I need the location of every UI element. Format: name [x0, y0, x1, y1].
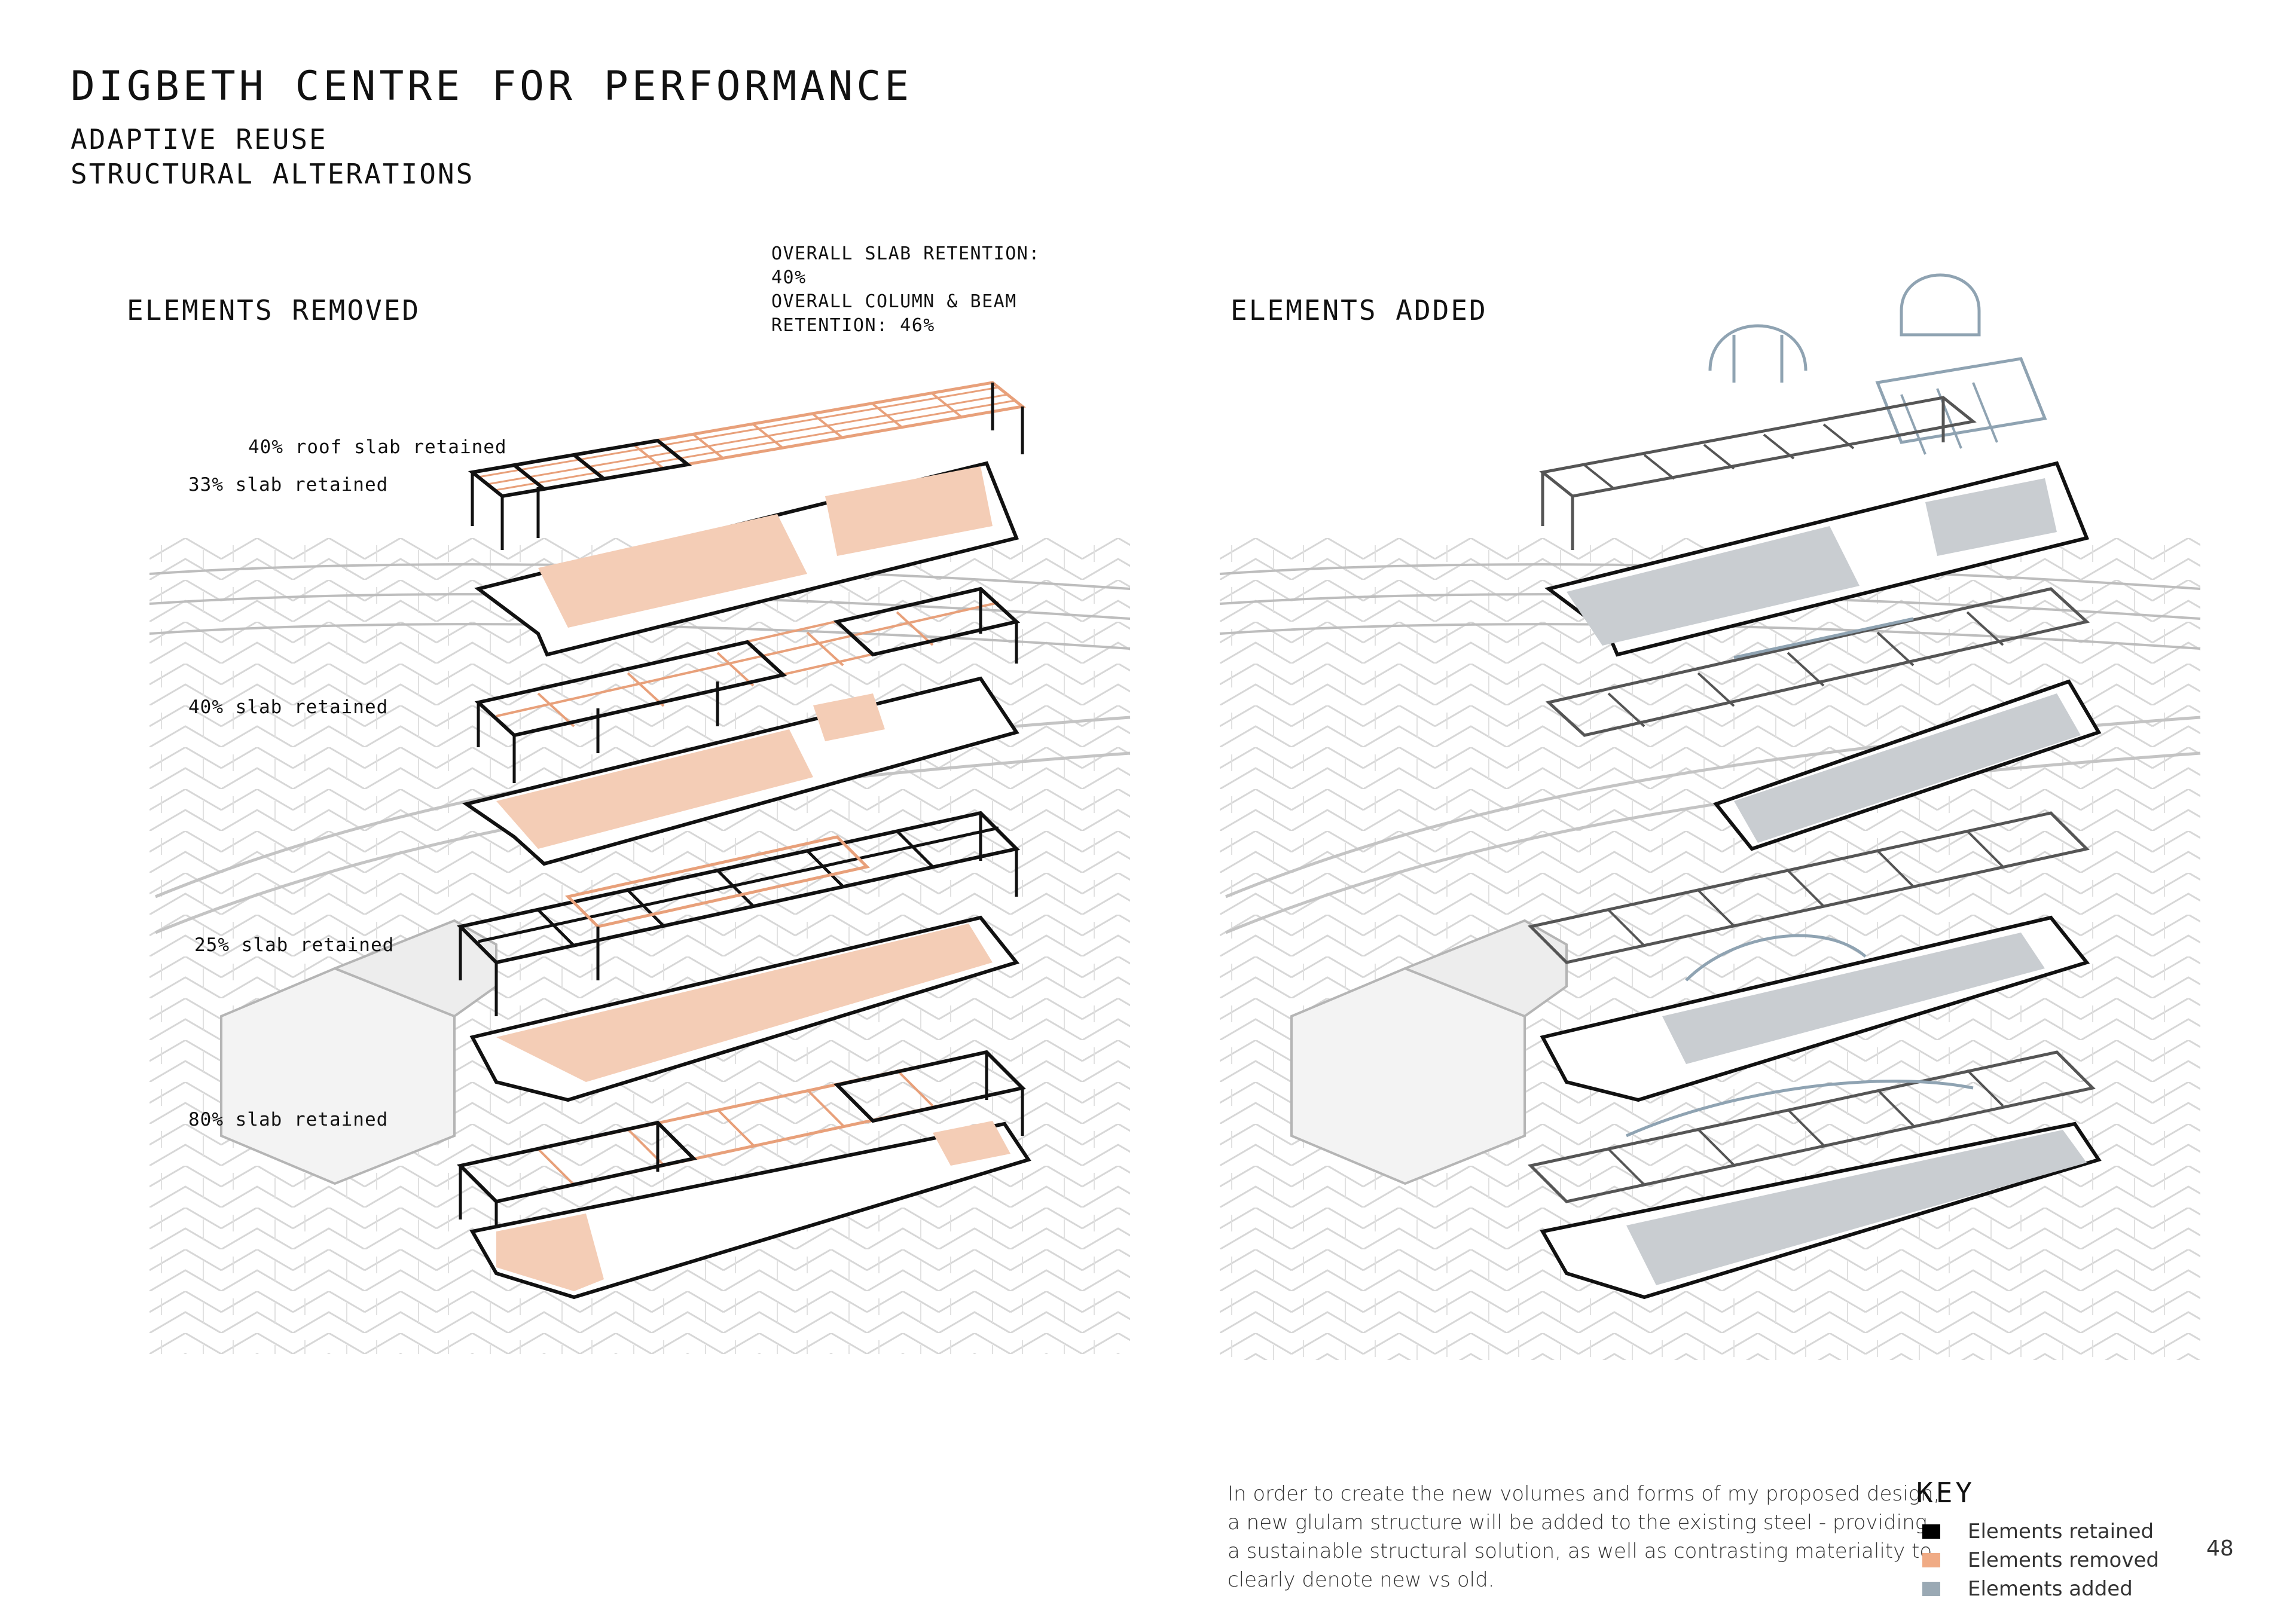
retention-stat-line: OVERALL SLAB RETENTION:	[771, 243, 1040, 264]
key-label-retained: Elements retained	[1968, 1520, 2154, 1543]
level-4-slab-left	[474, 461, 1019, 657]
key-title: KEY	[1916, 1477, 1976, 1509]
retention-stat-line: RETENTION: 46%	[771, 315, 935, 336]
description-line: a new glulam structure will be added to …	[1228, 1511, 1928, 1535]
level-2-frame-left	[456, 811, 1021, 1016]
level-4-slab-right	[1544, 461, 2090, 657]
panel-heading-elements-removed: ELEMENTS REMOVED	[127, 294, 421, 326]
retention-stat-line: 40%	[771, 267, 807, 288]
key-swatch-removed	[1922, 1553, 1940, 1567]
key-swatch-added	[1922, 1582, 1940, 1596]
description-line: clearly denote new vs old.	[1228, 1568, 1495, 1592]
retention-stats: OVERALL SLAB RETENTION: 40% OVERALL COLU…	[771, 242, 1040, 338]
roof-level-left	[468, 381, 1026, 550]
level-label-level-4: 33% slab retained	[188, 474, 389, 496]
retention-stat-line: OVERALL COLUMN & BEAM	[771, 291, 1017, 312]
key-swatch-retained	[1922, 1524, 1940, 1539]
level-label-level-3: 40% slab retained	[188, 696, 389, 718]
level-1-slab-left	[469, 1121, 1031, 1300]
page-number: 48	[2206, 1536, 2234, 1561]
subtitle-line: STRUCTURAL ALTERATIONS	[71, 158, 475, 190]
level-1-slab-right	[1540, 1121, 2102, 1300]
level-3-slab-right	[1713, 679, 2102, 851]
level-3-frame-right	[1545, 587, 2090, 737]
panel-heading-elements-added: ELEMENTS ADDED	[1231, 294, 1488, 326]
level-label-roof: 40% roof slab retained	[248, 436, 507, 458]
roof-level-right	[1539, 396, 1977, 550]
exploded-axonometric-added	[1527, 273, 2102, 1300]
exploded-axonometric-removed	[456, 381, 1031, 1300]
level-2-frame-right	[1527, 811, 2090, 982]
level-3-frame-left	[474, 586, 1021, 783]
key-item-retained: Elements retained	[1922, 1517, 2154, 1546]
level-1-frame-right	[1527, 1050, 2096, 1203]
key-label-added: Elements added	[1968, 1577, 2133, 1601]
page-subtitle: ADAPTIVE REUSE STRUCTURAL ALTERATIONS	[71, 122, 474, 191]
description-line: In order to create the new volumes and f…	[1228, 1482, 1940, 1506]
level-label-level-2: 25% slab retained	[194, 934, 395, 956]
key-item-added: Elements added	[1922, 1575, 2133, 1603]
description-line: a sustainable structural solution, as we…	[1228, 1539, 1932, 1563]
key-label-removed: Elements removed	[1968, 1548, 2159, 1572]
page-title: DIGBETH CENTRE FOR PERFORMANCE	[71, 63, 913, 110]
level-label-level-1: 80% slab retained	[188, 1109, 389, 1130]
level-2-slab-left	[469, 915, 1020, 1102]
level-2-slab-right	[1540, 915, 2090, 1102]
key-item-removed: Elements removed	[1922, 1546, 2159, 1575]
subtitle-line: ADAPTIVE REUSE	[71, 123, 328, 155]
design-description: In order to create the new volumes and f…	[1228, 1480, 1940, 1594]
vaulted-roof-additions	[1708, 273, 2047, 455]
level-3-slab-left	[462, 676, 1019, 866]
